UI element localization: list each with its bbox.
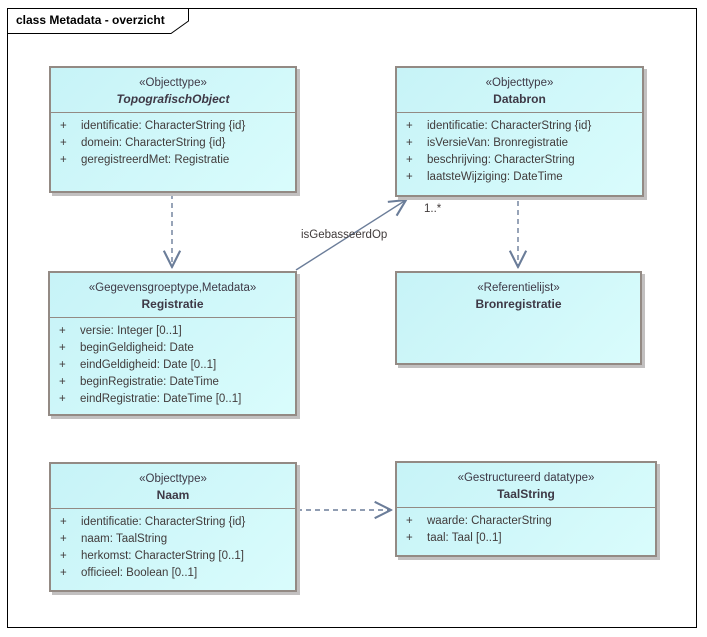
class-registratie[interactable]: «Gegevensgroeptype,Metadata» Registratie…: [48, 271, 297, 416]
class-header: «Gegevensgroeptype,Metadata» Registratie: [50, 273, 295, 318]
attributes-compartment: + versie: Integer [0..1] + beginGeldighe…: [50, 318, 295, 408]
attribute-row: + eindRegistratie: DateTime [0..1]: [59, 391, 285, 408]
visibility: +: [59, 359, 66, 371]
visibility: +: [406, 154, 413, 166]
visibility: +: [406, 137, 413, 149]
stereotype-label: «Gegevensgroeptype,Metadata»: [88, 282, 257, 294]
attributes-compartment: + identificatie: CharacterString {id} + …: [397, 113, 642, 186]
association-name-label: isGebasseerdOp: [301, 229, 388, 241]
stereotype-label: «Objecttype»: [139, 77, 207, 89]
stereotype-label: «Objecttype»: [139, 473, 207, 485]
attribute-text: identificatie: CharacterString {id}: [427, 120, 592, 132]
attribute-text: identificatie: CharacterString {id}: [81, 120, 246, 132]
class-header: «Objecttype» Naam: [51, 464, 295, 509]
visibility: +: [60, 550, 67, 562]
attribute-text: officieel: Boolean [0..1]: [81, 567, 198, 579]
visibility: +: [60, 516, 67, 528]
attribute-row: + versie: Integer [0..1]: [59, 323, 285, 340]
attribute-row: + identificatie: CharacterString {id}: [406, 118, 632, 135]
stereotype-label: «Objecttype»: [485, 77, 554, 89]
attribute-text: beginRegistratie: DateTime: [80, 376, 219, 388]
visibility: +: [60, 137, 67, 149]
visibility: +: [406, 120, 413, 132]
visibility: +: [406, 515, 413, 527]
class-bronregistratie[interactable]: «Referentielijst» Bronregistratie: [395, 271, 642, 365]
visibility: +: [60, 120, 67, 132]
attribute-row: + beschrijving: CharacterString: [406, 152, 632, 169]
attribute-row: + laatsteWijziging: DateTime: [406, 169, 632, 186]
attribute-text: laatsteWijziging: DateTime: [427, 171, 563, 183]
class-header: «Gestructureerd datatype» TaalString: [397, 463, 655, 508]
attribute-row: + identificatie: CharacterString {id}: [60, 118, 285, 135]
class-databron[interactable]: «Objecttype» Databron + identificatie: C…: [395, 66, 644, 197]
class-header: «Referentielijst» Bronregistratie: [397, 273, 640, 317]
attributes-compartment: + waarde: CharacterString + taal: Taal […: [397, 508, 655, 547]
attribute-text: beschrijving: CharacterString: [427, 154, 575, 166]
association-registratie-databron-isgebasseerdop[interactable]: [295, 200, 406, 271]
attribute-text: herkomst: CharacterString [0..1]: [81, 550, 244, 562]
class-topografischobject[interactable]: «Objecttype» TopografischObject + identi…: [49, 66, 297, 193]
visibility: +: [60, 154, 67, 166]
attribute-row: + geregistreerdMet: Registratie: [60, 152, 285, 169]
class-name-label: Bronregistratie: [475, 297, 562, 311]
class-name-label: TaalString: [497, 487, 555, 501]
attribute-text: waarde: CharacterString: [427, 515, 552, 527]
class-name-label: Registratie: [141, 297, 204, 311]
attribute-text: naam: TaalString: [81, 533, 168, 545]
visibility: +: [59, 393, 66, 405]
class-naam[interactable]: «Objecttype» Naam + identificatie: Chara…: [49, 462, 297, 592]
attributes-compartment: + identificatie: CharacterString {id} + …: [51, 509, 295, 582]
visibility: +: [60, 567, 67, 579]
attribute-row: + eindGeldigheid: Date [0..1]: [59, 357, 285, 374]
class-header: «Objecttype» Databron: [397, 68, 642, 113]
attribute-row: + naam: TaalString: [60, 531, 285, 548]
attribute-text: eindGeldigheid: Date [0..1]: [80, 359, 217, 371]
attribute-text: taal: Taal [0..1]: [427, 532, 502, 544]
visibility: +: [59, 376, 66, 388]
diagram-frame: [7, 8, 697, 628]
attribute-row: + domein: CharacterString {id}: [60, 135, 285, 152]
association-multiplicity-label: 1..*: [424, 203, 442, 215]
attribute-row: + beginGeldigheid: Date: [59, 340, 285, 357]
stereotype-label: «Gestructureerd datatype»: [457, 472, 595, 484]
attributes-compartment: + identificatie: CharacterString {id} + …: [51, 113, 295, 169]
attribute-text: identificatie: CharacterString {id}: [81, 516, 246, 528]
attribute-text: isVersieVan: Bronregistratie: [427, 137, 569, 149]
attribute-row: + beginRegistratie: DateTime: [59, 374, 285, 391]
class-name-label: Naam: [156, 488, 190, 502]
attribute-row: + isVersieVan: Bronregistratie: [406, 135, 632, 152]
visibility: +: [406, 532, 413, 544]
attribute-text: domein: CharacterString {id}: [81, 137, 226, 149]
attribute-row: + officieel: Boolean [0..1]: [60, 565, 285, 582]
class-taalstring[interactable]: «Gestructureerd datatype» TaalString + w…: [395, 461, 657, 557]
stereotype-label: «Referentielijst»: [477, 282, 560, 294]
attribute-text: geregistreerdMet: Registratie: [81, 154, 230, 166]
attribute-row: + taal: Taal [0..1]: [406, 530, 645, 547]
attribute-text: versie: Integer [0..1]: [80, 325, 182, 337]
attribute-text: eindRegistratie: DateTime [0..1]: [80, 393, 242, 405]
diagram-frame-tab: [7, 8, 189, 34]
attribute-row: + herkomst: CharacterString [0..1]: [60, 548, 285, 565]
visibility: +: [59, 342, 66, 354]
class-name-label: TopografischObject: [116, 92, 230, 106]
diagram-title: class Metadata - overzicht: [16, 13, 165, 27]
visibility: +: [406, 171, 413, 183]
attribute-row: + waarde: CharacterString: [406, 513, 645, 530]
visibility: +: [59, 325, 66, 337]
class-name-label: Databron: [493, 92, 546, 106]
attribute-text: beginGeldigheid: Date: [80, 342, 194, 354]
visibility: +: [60, 533, 67, 545]
class-header: «Objecttype» TopografischObject: [51, 68, 295, 113]
attribute-row: + identificatie: CharacterString {id}: [60, 514, 285, 531]
